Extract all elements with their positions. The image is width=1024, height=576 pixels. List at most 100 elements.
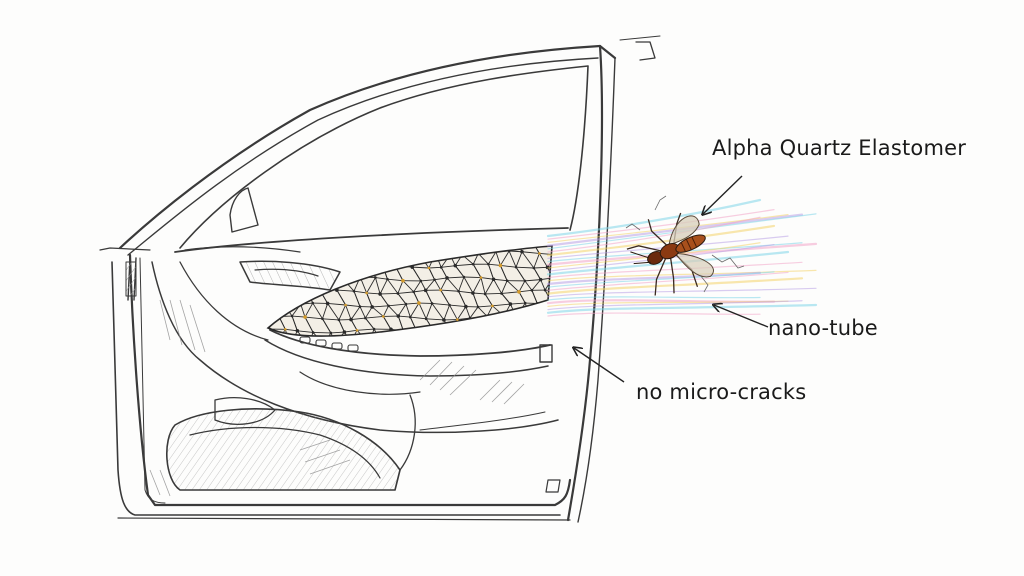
mesh-strut bbox=[322, 246, 332, 254]
mesh-strut bbox=[518, 289, 532, 293]
mesh-node bbox=[529, 236, 533, 240]
mesh-node bbox=[382, 315, 385, 318]
mesh-strut bbox=[356, 254, 370, 265]
mesh-node bbox=[448, 303, 451, 307]
mesh-node bbox=[487, 343, 490, 346]
mesh-strut bbox=[330, 253, 336, 268]
mesh-strut bbox=[365, 317, 375, 330]
mesh-strut bbox=[350, 265, 361, 278]
mesh-strut bbox=[336, 289, 346, 306]
arrow-no-micro-cracks bbox=[574, 348, 625, 383]
mesh-node bbox=[291, 291, 296, 296]
mesh-node bbox=[453, 263, 458, 268]
mesh-strut bbox=[521, 251, 540, 254]
mesh-strut bbox=[275, 293, 286, 307]
mesh-strut bbox=[307, 289, 321, 293]
mesh-node bbox=[471, 342, 474, 345]
mesh-strut bbox=[261, 307, 267, 318]
mesh-strut bbox=[345, 304, 352, 320]
mesh-node bbox=[306, 290, 309, 294]
mesh-strut bbox=[313, 331, 331, 334]
mesh-strut bbox=[418, 302, 427, 320]
mesh-strut bbox=[284, 303, 301, 307]
mesh-node bbox=[442, 318, 446, 322]
mesh-strut bbox=[515, 246, 523, 252]
mesh-strut bbox=[515, 316, 523, 333]
mesh-strut bbox=[469, 246, 479, 254]
mesh-node bbox=[520, 330, 524, 335]
mesh-strut bbox=[487, 264, 494, 280]
mesh-strut bbox=[335, 265, 352, 268]
mesh-strut bbox=[469, 317, 479, 330]
mesh-strut bbox=[425, 303, 433, 319]
mesh-node bbox=[396, 314, 401, 318]
mesh-strut bbox=[335, 331, 345, 337]
mesh-strut bbox=[284, 329, 291, 337]
mesh-node bbox=[471, 262, 475, 266]
mesh-node bbox=[318, 289, 322, 292]
mesh-node bbox=[364, 316, 367, 320]
mesh-strut bbox=[442, 342, 455, 343]
mesh-node bbox=[325, 301, 330, 306]
mesh-node bbox=[374, 276, 377, 279]
mesh-strut bbox=[518, 291, 526, 304]
mesh-node bbox=[373, 252, 376, 255]
mesh-node bbox=[433, 331, 437, 335]
mesh-strut bbox=[322, 253, 332, 269]
mesh-node bbox=[486, 239, 490, 243]
mesh-strut bbox=[449, 304, 466, 308]
mesh-node bbox=[380, 262, 384, 266]
light-streak bbox=[547, 300, 803, 311]
mesh-node bbox=[349, 239, 353, 243]
mesh-strut bbox=[397, 293, 407, 305]
mesh-strut bbox=[409, 246, 418, 252]
mesh-strut bbox=[413, 291, 420, 304]
mesh-strut bbox=[411, 266, 422, 282]
mesh-node bbox=[349, 317, 353, 322]
light-streak bbox=[547, 209, 775, 240]
mesh-node bbox=[358, 275, 362, 279]
mesh-strut bbox=[260, 293, 267, 307]
mesh-node bbox=[543, 288, 547, 292]
mesh-strut bbox=[503, 315, 517, 318]
mesh-strut bbox=[504, 238, 516, 239]
mesh-strut bbox=[515, 332, 523, 337]
mesh-node bbox=[449, 330, 452, 334]
fracture-lines bbox=[625, 195, 745, 293]
mesh-strut bbox=[307, 332, 314, 337]
mesh-strut bbox=[508, 250, 517, 268]
mesh-node bbox=[396, 238, 400, 242]
mesh-node bbox=[491, 277, 496, 282]
mesh-strut bbox=[428, 332, 436, 337]
mesh-node bbox=[370, 305, 374, 309]
mesh-node bbox=[505, 279, 509, 283]
insect-icon bbox=[626, 212, 714, 296]
mesh-strut bbox=[487, 246, 497, 253]
mesh-strut bbox=[431, 303, 450, 306]
mesh-strut bbox=[484, 293, 493, 307]
mesh-node bbox=[500, 292, 503, 295]
mesh-strut bbox=[449, 304, 458, 320]
mesh-strut bbox=[493, 278, 508, 282]
mesh-strut bbox=[426, 246, 436, 254]
mesh-strut bbox=[516, 316, 531, 320]
mesh-strut bbox=[366, 292, 373, 308]
mesh-strut bbox=[350, 319, 358, 331]
mesh-node bbox=[365, 291, 368, 295]
mesh-strut bbox=[529, 303, 538, 320]
mesh-strut bbox=[409, 302, 420, 318]
mesh-node bbox=[520, 249, 524, 254]
mesh-strut bbox=[477, 328, 490, 337]
mesh-strut bbox=[440, 289, 450, 306]
mesh-node bbox=[329, 331, 333, 335]
mesh-strut bbox=[353, 291, 361, 307]
mesh-strut bbox=[322, 303, 329, 319]
mesh-strut bbox=[509, 330, 516, 337]
mesh-node bbox=[502, 314, 506, 318]
mesh-node bbox=[555, 331, 558, 334]
mesh-strut bbox=[402, 250, 418, 253]
mesh-strut bbox=[413, 289, 426, 293]
mesh-strut bbox=[488, 329, 497, 337]
mesh-strut bbox=[356, 329, 370, 337]
mesh-strut bbox=[450, 331, 456, 337]
